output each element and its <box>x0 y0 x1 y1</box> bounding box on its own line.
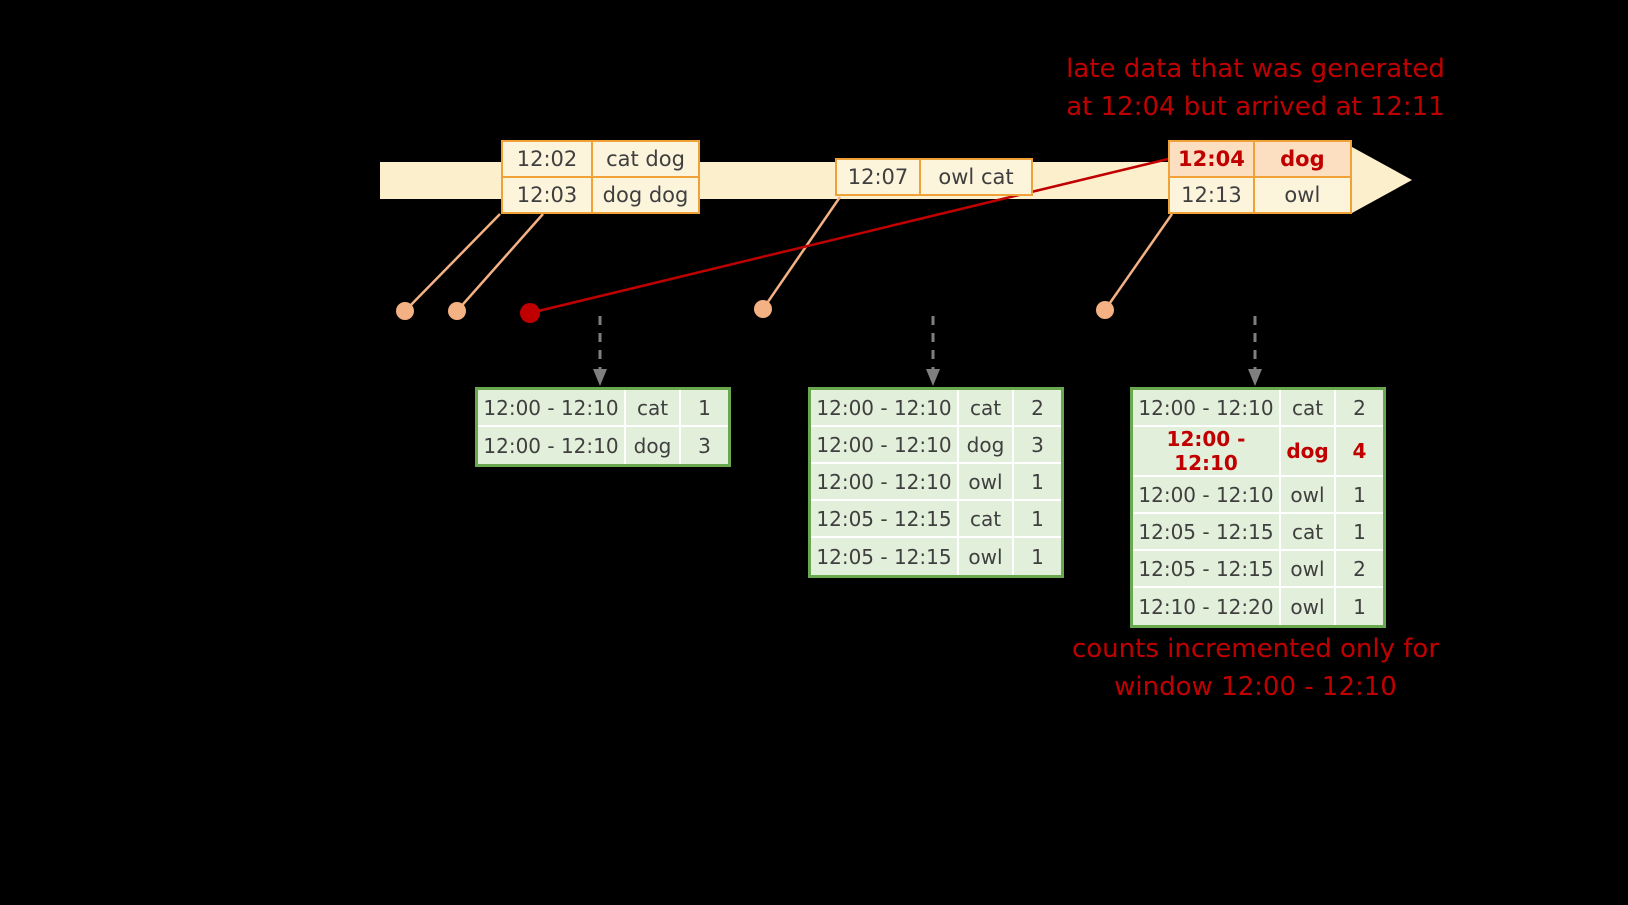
result-table-1: 12:00 - 12:10 cat 1 12:00 - 12:10 dog 3 <box>475 387 731 467</box>
count-cell: 1 <box>1336 514 1383 551</box>
trigger-arrow-3 <box>1248 316 1262 386</box>
count-cell: 3 <box>1014 427 1061 464</box>
table-row-updated-late: 12:00 - 12:10 dog 4 <box>1133 427 1383 477</box>
count-cell: 1 <box>1031 544 1044 569</box>
connector-line-1202 <box>404 213 501 312</box>
table-row: 12:00 - 12:10 dog 3 <box>811 427 1061 464</box>
word-cell: dog <box>626 427 681 464</box>
event-words: cat dog <box>591 140 700 178</box>
word-cell: cat <box>959 501 1014 538</box>
event-row: 12:13 owl <box>1168 176 1352 214</box>
table-row: 12:00 - 12:10 owl 1 <box>1133 477 1383 514</box>
table-row: 12:00 - 12:10 owl 1 <box>811 464 1061 501</box>
table-row: 12:05 - 12:15 owl 2 <box>1133 551 1383 588</box>
arrival-dot-1203 <box>448 302 466 320</box>
event-row: 12:07 owl cat <box>835 158 1033 196</box>
count-cell: 3 <box>698 433 711 458</box>
table-row: 12:10 - 12:20 owl 1 <box>1133 588 1383 625</box>
word-cell: cat <box>626 390 681 427</box>
event-row-late: 12:04 dog <box>1168 140 1352 178</box>
table-row: 12:05 - 12:15 owl 1 <box>811 538 1061 575</box>
table-row: 12:00 - 12:10 cat 1 <box>478 390 728 427</box>
word-cell: owl <box>1281 551 1336 588</box>
word-cell: cat <box>1281 390 1336 427</box>
window-cell: 12:00 - 12:10 <box>811 464 959 501</box>
late-data-annotation-line1: late data that was generated <box>1066 54 1445 84</box>
window-cell: 12:05 - 12:15 <box>811 501 959 538</box>
event-time: 12:03 <box>501 176 593 214</box>
late-data-annotation-line2: at 12:04 but arrived at 12:11 <box>1066 92 1445 122</box>
connector-line-1207 <box>761 196 842 310</box>
table-row: 12:05 - 12:15 cat 1 <box>1133 514 1383 551</box>
window-cell: 12:00 - 12:10 <box>1133 427 1281 477</box>
event-time: 12:13 <box>1168 176 1255 214</box>
counts-incremented-annotation: counts incremented only for window 12:00… <box>1028 630 1483 706</box>
count-cell: 2 <box>1336 390 1383 427</box>
window-cell: 12:00 - 12:10 <box>1133 477 1281 514</box>
word-cell: owl <box>959 464 1014 501</box>
event-time: 12:04 <box>1168 140 1255 178</box>
window-cell: 12:00 - 12:10 <box>478 427 626 464</box>
table-row: 12:00 - 12:10 dog 3 <box>478 427 728 464</box>
connector-line-late-1204 <box>529 157 1169 315</box>
count-cell: 4 <box>1336 427 1383 477</box>
trigger-arrow-1 <box>593 316 607 386</box>
count-cell: 1 <box>1014 464 1061 501</box>
event-time: 12:07 <box>835 158 921 196</box>
arrival-dot-1213 <box>1096 301 1114 319</box>
result-table-2: 12:00 - 12:10 cat 2 12:00 - 12:10 dog 3 … <box>808 387 1064 578</box>
event-words: dog <box>1252 140 1352 178</box>
event-words: owl <box>1252 176 1352 214</box>
connector-line-1213 <box>1103 213 1174 311</box>
window-cell: 12:10 - 12:20 <box>1133 588 1281 625</box>
arrival-dot-1202 <box>396 302 414 320</box>
window-cell: 12:05 - 12:15 <box>811 538 959 575</box>
word-cell: dog <box>959 427 1014 464</box>
event-row: 12:03 dog dog <box>501 176 700 214</box>
event-words: dog dog <box>591 176 700 214</box>
result-table-3: 12:00 - 12:10 cat 2 12:00 - 12:10 dog 4 … <box>1130 387 1386 628</box>
word-cell: cat <box>1281 514 1336 551</box>
window-cell: 12:00 - 12:10 <box>811 390 959 427</box>
table-row: 12:05 - 12:15 cat 1 <box>811 501 1061 538</box>
window-cell: 12:00 - 12:10 <box>478 390 626 427</box>
word-cell: dog <box>1281 427 1336 477</box>
window-cell: 12:05 - 12:15 <box>1133 551 1281 588</box>
event-time: 12:02 <box>501 140 593 178</box>
window-cell: 12:00 - 12:10 <box>1133 390 1281 427</box>
count-cell: 1 <box>681 390 728 427</box>
arrival-dot-1207 <box>754 300 772 318</box>
word-cell: cat <box>959 390 1014 427</box>
count-cell: 1 <box>1336 477 1383 514</box>
count-cell: 2 <box>1014 390 1061 427</box>
word-cell: owl <box>1281 477 1336 514</box>
event-box-1204-1213: 12:04 dog 12:13 owl <box>1168 140 1352 214</box>
event-box-1202-1203: 12:02 cat dog 12:03 dog dog <box>501 140 700 214</box>
event-words: owl cat <box>919 158 1033 196</box>
connector-line-1203 <box>456 213 544 312</box>
late-data-annotation: late data that was generated at 12:04 bu… <box>1028 50 1483 126</box>
counts-annotation-line2: window 12:00 - 12:10 <box>1114 672 1397 702</box>
count-cell: 1 <box>1014 501 1061 538</box>
event-box-1207: 12:07 owl cat <box>835 158 1033 196</box>
arrival-dot-late-1204 <box>520 303 540 323</box>
window-cell: 12:00 - 12:10 <box>811 427 959 464</box>
trigger-arrow-2 <box>926 316 940 386</box>
table-row: 12:00 - 12:10 cat 2 <box>811 390 1061 427</box>
count-cell: 1 <box>1353 594 1366 619</box>
word-cell: owl <box>1281 588 1336 625</box>
counts-annotation-line1: counts incremented only for <box>1071 634 1440 664</box>
table-row: 12:00 - 12:10 cat 2 <box>1133 390 1383 427</box>
count-cell: 2 <box>1336 551 1383 588</box>
event-row: 12:02 cat dog <box>501 140 700 178</box>
window-cell: 12:05 - 12:15 <box>1133 514 1281 551</box>
word-cell: owl <box>959 538 1014 575</box>
